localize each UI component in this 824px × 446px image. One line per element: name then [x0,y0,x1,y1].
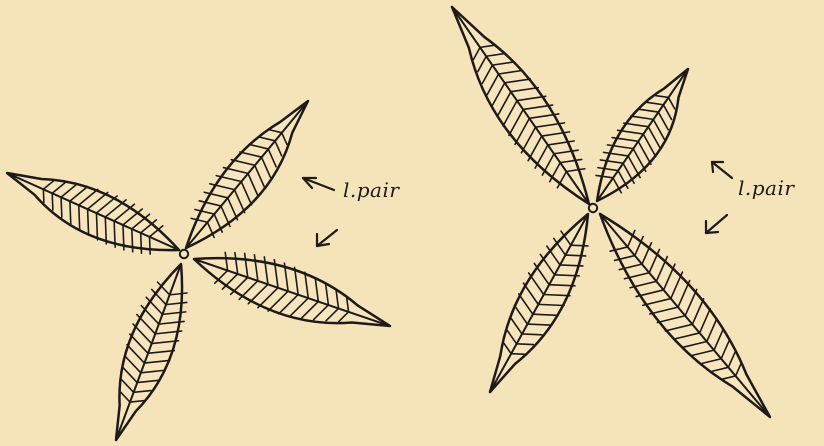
left-left-leaf-side-vein-b [79,205,80,230]
right-pair-label: l.pair [738,178,794,198]
left-left-leaf-midrib [7,173,179,250]
left-left-leaf-side-vein-b [96,213,97,240]
right-upper-left-leaf-midrib [452,7,589,204]
right-lower-left-leaf-side-vein-b [527,324,550,325]
right-lower-left-leaf-side-vein-b [533,314,558,315]
left-top-leaf-midrib [186,101,308,248]
left-left-leaf-side-vein-b [70,201,71,224]
right-lower-left-leaf-side-vein-b [511,354,524,355]
right-leaf-whorl [452,7,770,417]
right-lower-left-leaf-side-vein-b [571,245,588,246]
left-upper-arrow [303,178,334,190]
left-pair-label: l.pair [343,180,399,200]
left-whorl-center [180,250,188,258]
right-lower-left-leaf-side-vein-b [538,304,564,305]
left-left-leaf-side-vein-b [114,221,115,247]
left-left-leaf-side-vein-b [150,237,151,254]
left-left-leaf-side-vein-b [52,193,53,210]
left-left-leaf-side-vein-b [132,229,133,252]
right-lower-arrow [706,215,727,233]
left-left-leaf-side-vein-b [61,197,62,217]
right-lower-left-leaf-side-vein-b [517,344,534,345]
left-left-leaf-side-vein-b [43,189,44,202]
right-lower-left-leaf-side-vein-b [549,285,575,286]
right-upper-right-leaf-midrib [597,69,688,201]
right-whorl-center [589,204,597,212]
right-lower-left-leaf-side-vein-b [565,255,585,256]
left-left-leaf-side-vein-b [88,209,89,235]
left-left-leaf-side-vein-b [105,217,106,244]
right-lower-left-leaf-midrib [490,214,588,392]
left-lower-arrow [317,230,337,246]
right-lower-left-leaf-side-vein-b [560,265,583,266]
left-left-leaf-side-vein-b [141,233,142,253]
left-leaf-whorl [7,101,390,440]
right-lower-left-leaf-side-vein-b [522,334,542,335]
right-lower-left-leaf-side-vein-b [555,275,580,276]
right-upper-arrow [712,162,732,178]
left-left-leaf-side-vein-b [123,225,124,250]
